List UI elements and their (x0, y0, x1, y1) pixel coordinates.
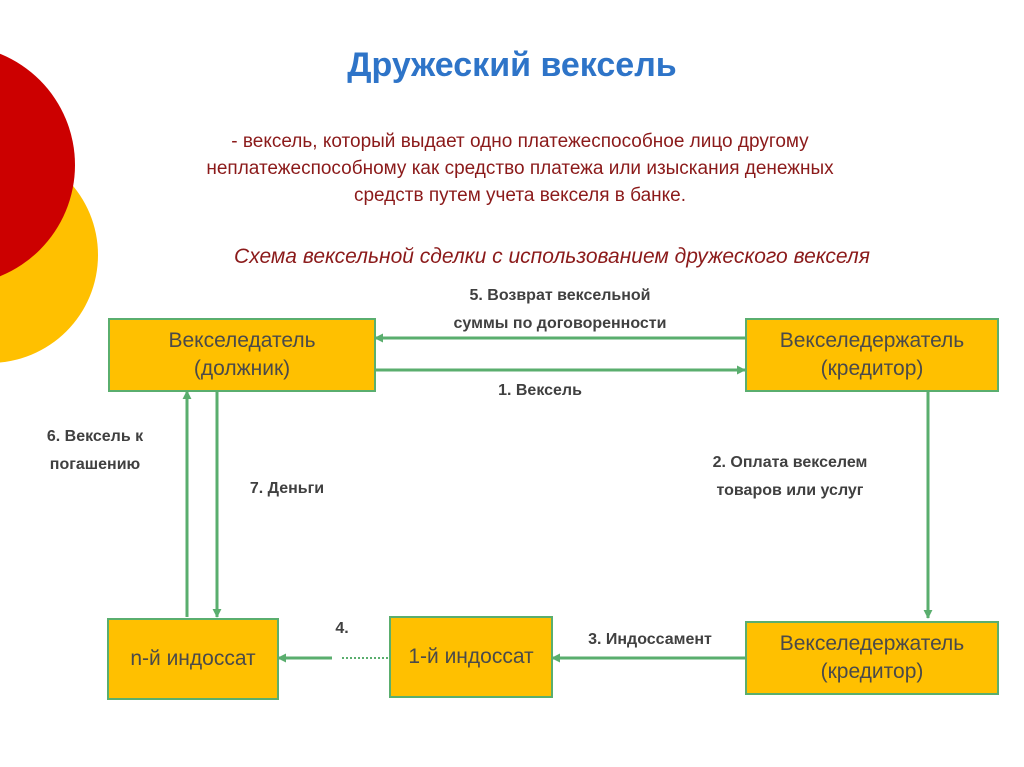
edge-label-4: 4. (335, 620, 349, 637)
nth-endorsee-box: n-й индоссат (107, 618, 279, 700)
edge-label-7: 7. Деньги (249, 480, 325, 497)
drawer-box: Векселедатель (должник) (108, 318, 376, 392)
edge-label-6: 6. Вексель к погашению (46, 428, 144, 473)
edge-label-2: 2. Оплата векселем товаров или услуг (712, 454, 868, 499)
edge-label-5: 5. Возврат вексельной суммы по договорен… (453, 287, 667, 332)
edge-label-3: 3. Индоссамент (588, 631, 712, 648)
first-endorsee-box: 1-й индоссат (389, 616, 553, 698)
holder-box-bottom: Векселедержатель (кредитор) (745, 621, 999, 695)
definition-text: - вексель, который выдает одно платежесп… (206, 131, 834, 206)
edge-label-1: 1. Вексель (498, 382, 582, 399)
page-title: Дружеский вексель (347, 46, 677, 84)
diagram-subtitle: Схема вексельной сделки с использованием… (234, 245, 870, 268)
decorative-circles (0, 53, 98, 363)
holder-box-top: Векселедержатель (кредитор) (745, 318, 999, 392)
